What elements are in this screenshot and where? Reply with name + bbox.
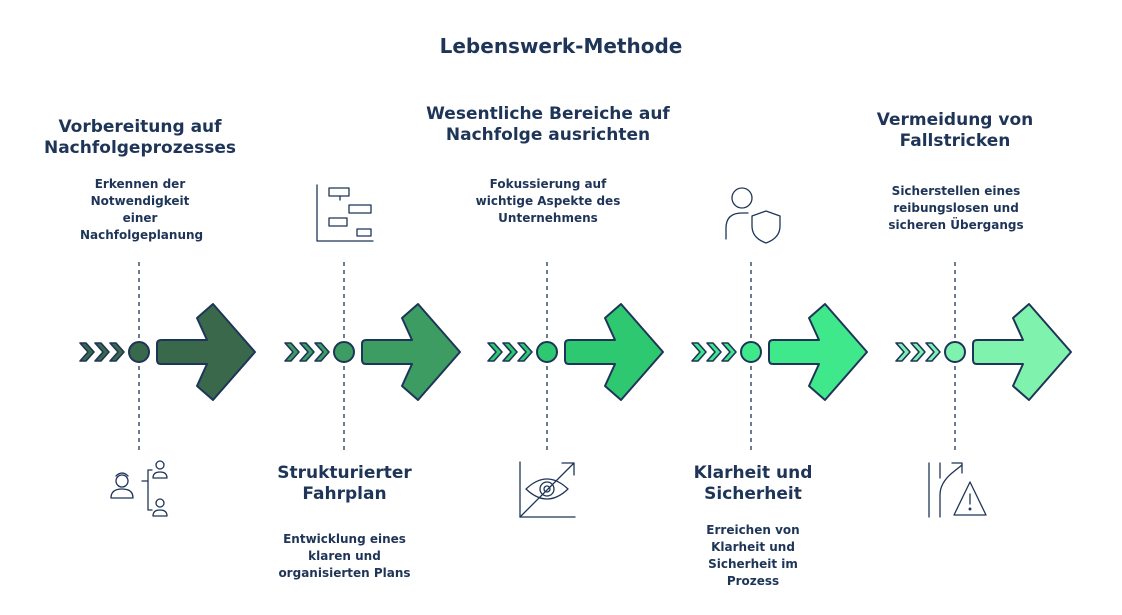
step-5-chevron-icon	[910, 342, 926, 362]
step-4-marker	[740, 341, 762, 363]
step-2-title: Strukturierter Fahrplan	[277, 463, 412, 504]
step-4-chevron-icon	[691, 342, 707, 362]
step-4-row	[691, 262, 868, 452]
road-warning-icon	[928, 462, 987, 518]
step-1-title: Vorbereitung auf Nachfolgeprozesses	[43, 117, 237, 158]
step-1-chevron-icon	[94, 342, 110, 362]
step-3-description: Fokussierung auf wichtige Aspekte des Un…	[475, 177, 621, 225]
step-2-marker	[333, 341, 355, 363]
step-2-description: Entwicklung eines klaren und organisiert…	[278, 532, 411, 580]
step-5-marker	[944, 341, 966, 363]
step-1-description: Erkennen der Notwendigkeit einer Nachfol…	[80, 177, 204, 242]
gantt-chart-icon	[316, 184, 374, 242]
step-1-row	[79, 262, 256, 452]
page-title: Lebenswerk-Methode	[439, 34, 683, 58]
eye-focus-icon	[519, 461, 576, 518]
step-4-title: Klarheit und Sicherheit	[693, 463, 813, 504]
step-3-title: Wesentliche Bereiche auf Nachfolge ausri…	[426, 104, 670, 145]
step-5-description: Sicherstellen eines reibungslosen und si…	[888, 184, 1024, 232]
step-3-chevron-icon	[487, 342, 503, 362]
step-2-arrow-icon	[361, 303, 461, 401]
step-1-arrow-icon	[156, 303, 256, 401]
step-3-arrow-icon	[564, 303, 664, 401]
step-1-chevron-icon	[79, 342, 95, 362]
step-3-row	[487, 262, 664, 452]
step-2-row	[284, 262, 461, 452]
people-hierarchy-icon	[110, 460, 168, 517]
step-5-chevron-icon	[895, 342, 911, 362]
step-2-chevron-icon	[314, 342, 330, 362]
step-5-row	[895, 262, 1072, 452]
step-3-chevron-icon	[502, 342, 518, 362]
step-4-arrow-icon	[768, 303, 868, 401]
step-2-chevron-icon	[299, 342, 315, 362]
step-1-marker	[128, 341, 150, 363]
step-4-description: Erreichen von Klarheit und Sicherheit im…	[706, 523, 800, 588]
step-5-title: Vermeidung von Fallstricken	[876, 110, 1034, 151]
user-shield-icon	[725, 187, 781, 244]
step-5-arrow-icon	[972, 303, 1072, 401]
step-4-chevron-icon	[706, 342, 722, 362]
step-4-chevron-icon	[721, 342, 737, 362]
step-2-chevron-icon	[284, 342, 300, 362]
step-5-chevron-icon	[925, 342, 941, 362]
step-1-chevron-icon	[109, 342, 125, 362]
step-3-marker	[536, 341, 558, 363]
step-3-chevron-icon	[517, 342, 533, 362]
